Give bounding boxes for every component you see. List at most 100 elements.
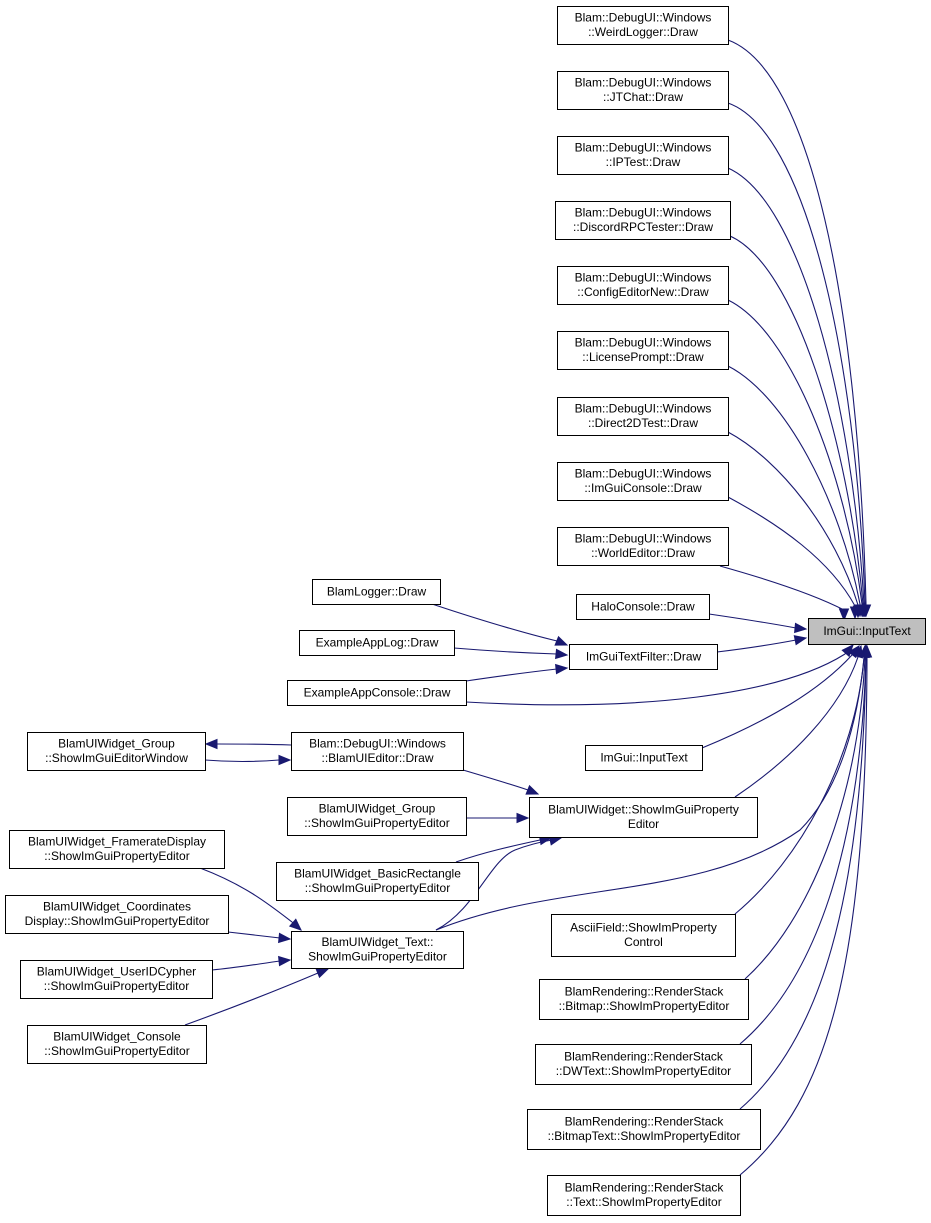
node-licenseprompt[interactable]: Blam::DebugUI::Windows::LicensePrompt::D… bbox=[557, 331, 729, 370]
edge-line bbox=[739, 646, 868, 1176]
node-box bbox=[312, 579, 441, 605]
node-jtchat[interactable]: Blam::DebugUI::Windows::JTChat::Draw bbox=[557, 71, 729, 110]
node-bitmaptext[interactable]: BlamRendering::RenderStack::BitmapText::… bbox=[527, 1109, 761, 1150]
node-discordrpc[interactable]: Blam::DebugUI::Windows::DiscordRPCTester… bbox=[555, 201, 731, 240]
arrowhead-icon bbox=[278, 932, 292, 944]
node-iptest[interactable]: Blam::DebugUI::Windows::IPTest::Draw bbox=[557, 136, 729, 175]
edge-frameratedisplay-to-textpropeditor bbox=[199, 867, 302, 931]
node-bitmap[interactable]: BlamRendering::RenderStack::Bitmap::Show… bbox=[539, 979, 749, 1020]
node-label-line: ::ShowImGuiPropertyEditor bbox=[44, 1044, 189, 1058]
node-label-line: BlamUIWidget_FramerateDisplay bbox=[28, 835, 206, 849]
node-textfilter[interactable]: ImGuiTextFilter::Draw bbox=[569, 644, 718, 670]
node-root[interactable]: ImGui::InputText bbox=[808, 618, 926, 645]
edge-line bbox=[431, 603, 568, 646]
node-label-line: Editor bbox=[628, 817, 659, 831]
edge-iptest-to-root bbox=[727, 167, 870, 618]
node-haloconsole[interactable]: HaloConsole::Draw bbox=[576, 594, 710, 620]
edges-layer bbox=[184, 39, 873, 1176]
node-label-line: ::JTChat::Draw bbox=[603, 90, 683, 104]
node-box bbox=[557, 6, 729, 45]
edge-line bbox=[716, 637, 807, 653]
node-basicrectangle[interactable]: BlamUIWidget_BasicRectangle::ShowImGuiPr… bbox=[276, 862, 479, 901]
node-label-line: HaloConsole::Draw bbox=[591, 599, 695, 613]
node-textpropeditor[interactable]: BlamUIWidget_Text::ShowImGuiPropertyEdit… bbox=[291, 931, 464, 969]
node-label-line: Blam::DebugUI::Windows bbox=[575, 141, 712, 155]
node-direct2dtest[interactable]: Blam::DebugUI::Windows::Direct2DTest::Dr… bbox=[557, 397, 729, 436]
edge-line bbox=[455, 837, 552, 863]
node-box bbox=[557, 136, 729, 175]
node-box bbox=[557, 331, 729, 370]
edge-textpropeditor-to-root bbox=[435, 644, 870, 931]
edge-imguiconsole-to-root bbox=[727, 496, 861, 620]
node-label-line: ::Text::ShowImPropertyEditor bbox=[566, 1195, 721, 1209]
node-label-line: Blam::DebugUI::Windows bbox=[575, 206, 712, 220]
node-box bbox=[557, 527, 729, 566]
node-useridcypher[interactable]: BlamUIWidget_UserIDCypher::ShowImGuiProp… bbox=[20, 960, 213, 999]
arrowhead-icon bbox=[554, 635, 569, 646]
node-groupeditorwindow[interactable]: BlamUIWidget_Group::ShowImGuiEditorWindo… bbox=[27, 732, 206, 771]
node-exampleappconsole[interactable]: ExampleAppConsole::Draw bbox=[287, 680, 467, 706]
node-label-line: ::Direct2DTest::Draw bbox=[588, 416, 698, 430]
node-label-line: BlamUIWidget_Group bbox=[319, 802, 436, 816]
node-label-line: ::ShowImGuiPropertyEditor bbox=[304, 816, 449, 830]
node-label-line: ::Bitmap::ShowImPropertyEditor bbox=[559, 999, 730, 1013]
edge-coordinatesdisplay-to-textpropeditor bbox=[227, 931, 292, 944]
node-box bbox=[287, 680, 467, 706]
edge-line bbox=[727, 102, 866, 616]
node-label-line: Display::ShowImGuiPropertyEditor bbox=[25, 914, 210, 928]
node-label-line: Blam::DebugUI::Windows bbox=[575, 532, 712, 546]
node-inputtext2[interactable]: ImGui::InputText bbox=[585, 745, 703, 771]
node-box bbox=[535, 1044, 752, 1085]
node-label-line: ::BitmapText::ShowImPropertyEditor bbox=[548, 1129, 741, 1143]
node-box bbox=[557, 71, 729, 110]
node-exampleapplog[interactable]: ExampleAppLog::Draw bbox=[299, 630, 455, 656]
node-label-line: BlamRendering::RenderStack bbox=[565, 1115, 725, 1129]
edge-line bbox=[727, 365, 861, 616]
node-blamuieditor[interactable]: Blam::DebugUI::Windows::BlamUIEditor::Dr… bbox=[291, 732, 464, 771]
node-box bbox=[9, 830, 225, 869]
node-weirdlogger[interactable]: Blam::DebugUI::Windows::WeirdLogger::Dra… bbox=[557, 6, 729, 45]
node-box bbox=[547, 1175, 741, 1216]
node-label-line: ::BlamUIEditor::Draw bbox=[321, 751, 433, 765]
edge-discordrpc-to-root bbox=[729, 235, 869, 618]
node-stacktext[interactable]: BlamRendering::RenderStack::Text::ShowIm… bbox=[547, 1175, 741, 1216]
node-widgetpropeditor[interactable]: BlamUIWidget::ShowImGuiPropertyEditor bbox=[529, 797, 758, 838]
node-label-line: Blam::DebugUI::Windows bbox=[575, 467, 712, 481]
node-dwtext[interactable]: BlamRendering::RenderStack::DWText::Show… bbox=[535, 1044, 752, 1085]
node-box bbox=[291, 931, 464, 969]
edge-line bbox=[453, 647, 568, 656]
arrowhead-icon bbox=[315, 968, 330, 979]
node-label-line: Blam::DebugUI::Windows bbox=[575, 11, 712, 25]
edge-line bbox=[727, 431, 859, 617]
arrowhead-icon bbox=[861, 644, 873, 658]
node-label-line: ::ConfigEditorNew::Draw bbox=[577, 285, 709, 299]
arrowhead-icon bbox=[849, 606, 861, 620]
node-coordinatesdisplay[interactable]: BlamUIWidget_CoordinatesDisplay::ShowImG… bbox=[5, 895, 229, 934]
edge-line bbox=[211, 959, 291, 971]
node-label-line: BlamUIWidget::ShowImGuiProperty bbox=[548, 803, 739, 817]
node-label-line: ::ImGuiConsole::Draw bbox=[584, 481, 702, 495]
node-label-line: ::DWText::ShowImPropertyEditor bbox=[556, 1064, 731, 1078]
edge-line bbox=[204, 759, 290, 763]
node-frameratedisplay[interactable]: BlamUIWidget_FramerateDisplay::ShowImGui… bbox=[9, 830, 225, 869]
node-label-line: Blam::DebugUI::Windows bbox=[309, 737, 446, 751]
node-blamlogger[interactable]: BlamLogger::Draw bbox=[312, 579, 441, 605]
node-box bbox=[555, 201, 731, 240]
node-label-line: ImGui::InputText bbox=[823, 624, 911, 638]
node-worldeditor[interactable]: Blam::DebugUI::Windows::WorldEditor::Dra… bbox=[557, 527, 729, 566]
node-configeditor[interactable]: Blam::DebugUI::Windows::ConfigEditorNew:… bbox=[557, 266, 729, 305]
node-box bbox=[276, 862, 479, 901]
edge-inputtext2-to-root bbox=[701, 644, 860, 749]
node-box bbox=[527, 1109, 761, 1150]
node-consolepropeditor[interactable]: BlamUIWidget_Console::ShowImGuiPropertyE… bbox=[27, 1025, 207, 1064]
node-label-line: ::LicensePrompt::Draw bbox=[582, 350, 704, 364]
node-label-line: BlamUIWidget_BasicRectangle bbox=[294, 867, 461, 881]
edge-exampleappconsole-to-textfilter bbox=[465, 663, 569, 682]
node-box bbox=[5, 895, 229, 934]
node-imguiconsole[interactable]: Blam::DebugUI::Windows::ImGuiConsole::Dr… bbox=[557, 462, 729, 501]
edge-textpropeditor-to-widgetpropeditor bbox=[435, 835, 563, 931]
node-label-line: ::WorldEditor::Draw bbox=[591, 546, 695, 560]
node-grouppropeditor[interactable]: BlamUIWidget_Group::ShowImGuiPropertyEdi… bbox=[287, 797, 467, 836]
node-box bbox=[576, 594, 710, 620]
